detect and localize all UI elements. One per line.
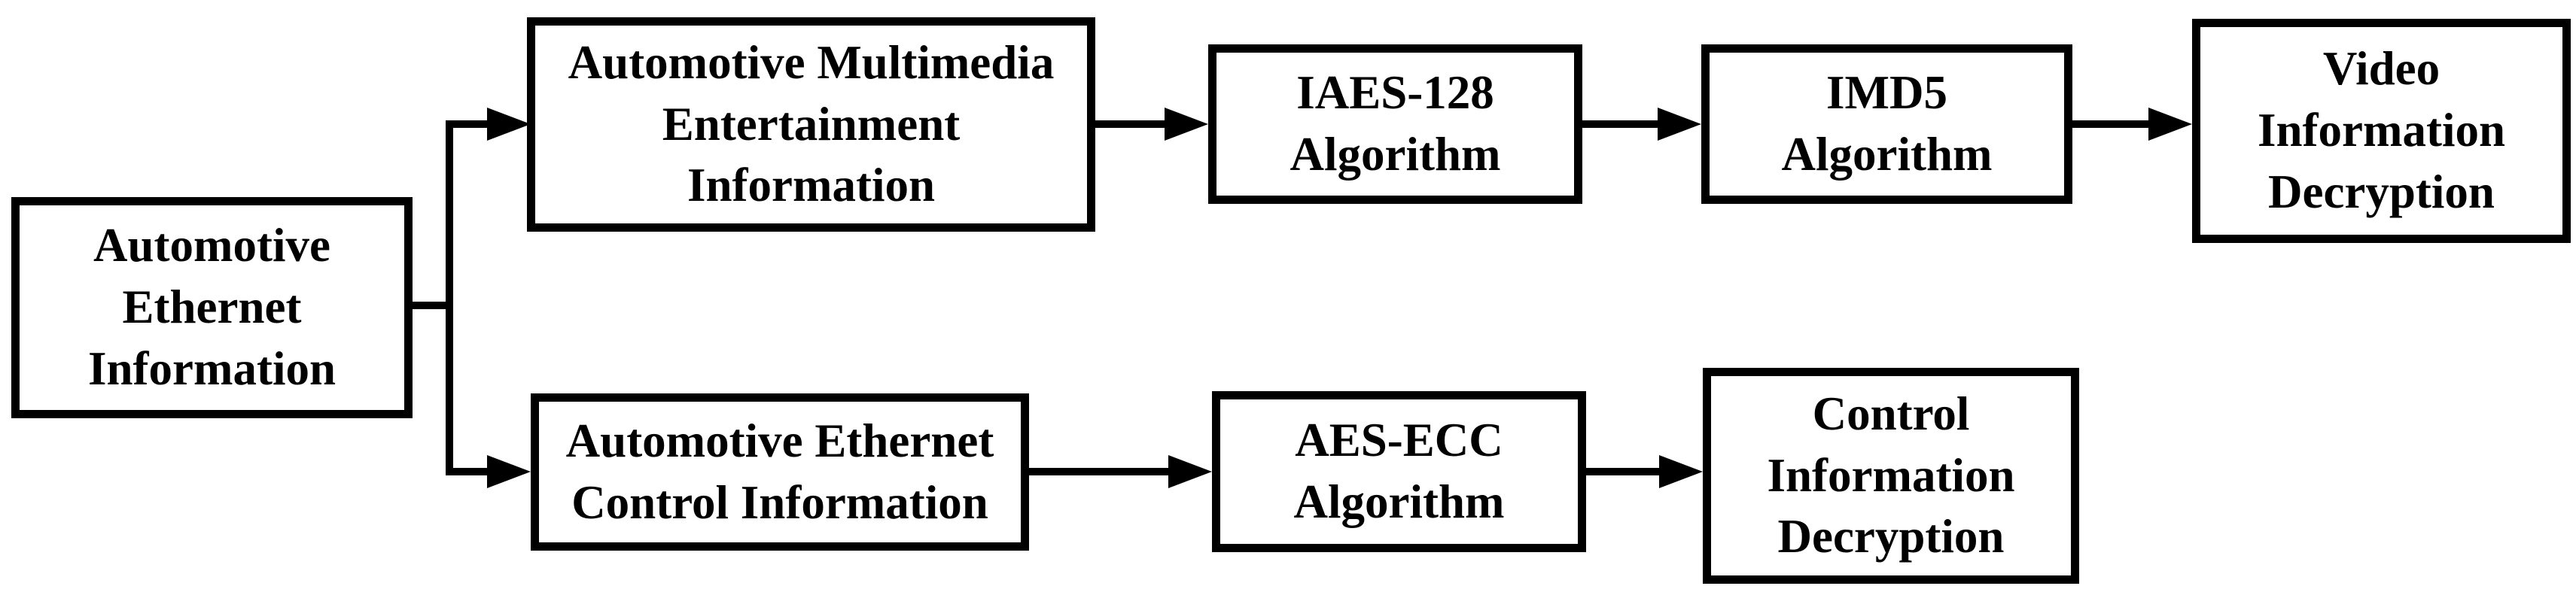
node-automotive-ethernet-control-information: Automotive Ethernet Control Information <box>531 393 1029 551</box>
connector-line-branch-trunk <box>446 120 453 475</box>
connector-line-to-control-info <box>446 468 491 475</box>
arrowhead-control-info-to-aes-ecc <box>1168 455 1212 488</box>
node-label-automotive-ethernet-information: Automotive Ethernet Information <box>88 219 336 395</box>
node-automotive-ethernet-information: Automotive Ethernet Information <box>11 197 413 418</box>
node-control-information-decryption: Control Information Decryption <box>1703 368 2079 584</box>
node-label-automotive-multimedia-entertainment-information: Automotive Multimedia Entertainment Info… <box>568 35 1055 212</box>
arrowhead-imd5-to-video-decryption <box>2148 108 2192 141</box>
connector-line-to-multimedia-info <box>446 120 491 128</box>
node-label-video-information-decryption: Video Information Decryption <box>2258 42 2505 218</box>
node-automotive-multimedia-entertainment-information: Automotive Multimedia Entertainment Info… <box>527 17 1095 232</box>
node-video-information-decryption: Video Information Decryption <box>2192 19 2571 243</box>
connector-line-iaes128-to-imd5 <box>1579 120 1660 128</box>
connector-line-multimedia-to-iaes128 <box>1092 120 1167 128</box>
connector-line-ethernet-info-stub <box>413 302 449 309</box>
node-imd5-algorithm: IMD5 Algorithm <box>1701 44 2072 204</box>
node-label-iaes-128-algorithm: IAES-128 Algorithm <box>1290 66 1501 181</box>
connector-line-aes-ecc-to-control-decryption <box>1582 468 1661 475</box>
arrowhead-to-multimedia-info <box>487 108 531 141</box>
arrowhead-multimedia-to-iaes128 <box>1165 108 1208 141</box>
node-label-imd5-algorithm: IMD5 Algorithm <box>1781 66 1993 181</box>
arrowhead-aes-ecc-to-control-decryption <box>1659 455 1703 488</box>
arrowhead-to-control-info <box>487 455 531 488</box>
connector-line-imd5-to-video-decryption <box>2069 120 2150 128</box>
arrowhead-iaes128-to-imd5 <box>1658 108 1701 141</box>
node-label-control-information-decryption: Control Information Decryption <box>1767 387 2015 563</box>
node-label-aes-ecc-algorithm: AES-ECC Algorithm <box>1293 414 1505 528</box>
node-label-automotive-ethernet-control-information: Automotive Ethernet Control Information <box>565 414 994 529</box>
connector-line-control-info-to-aes-ecc <box>1025 468 1171 475</box>
node-iaes-128-algorithm: IAES-128 Algorithm <box>1208 44 1582 204</box>
node-aes-ecc-algorithm: AES-ECC Algorithm <box>1212 391 1586 552</box>
